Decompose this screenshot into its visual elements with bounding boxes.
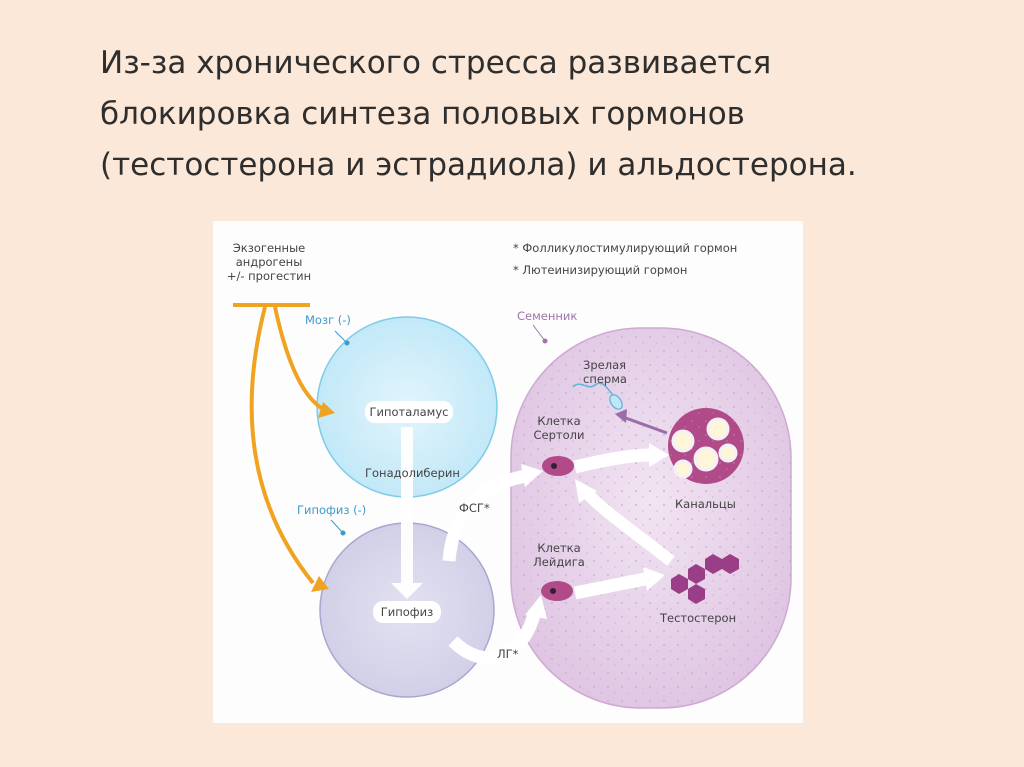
feedback-arrow-pituitary bbox=[249, 306, 315, 585]
hormone-diagram: Экзогенные андрогены +/- прогестин * Фол… bbox=[213, 221, 803, 723]
fsh-label: ФСГ* bbox=[459, 501, 490, 515]
sertoli-cell-icon bbox=[542, 456, 574, 476]
legend-fsh: * Фолликулостимулирующий гормон bbox=[513, 241, 738, 255]
title-line-1: Из-за хронического стресса развивается bbox=[100, 45, 772, 81]
slide-title: Из-за хронического стресса развивается б… bbox=[100, 38, 980, 191]
gonadoliberin-arrow bbox=[391, 427, 423, 599]
diagram-graphics bbox=[233, 303, 792, 709]
title-line-3: (тестостерона и эстрадиола) и альдостеро… bbox=[100, 147, 857, 183]
testosterone-hexagons-icon bbox=[671, 554, 739, 604]
tubules-icon bbox=[668, 408, 744, 484]
exogenous-androgens-label: Экзогенные андрогены +/- прогестин bbox=[226, 241, 312, 283]
gonadoliberin-label: Гонадолиберин bbox=[365, 466, 460, 480]
fsh-arrow bbox=[442, 468, 531, 562]
brain-label: Мозг (-) bbox=[305, 313, 351, 327]
testosterone-label: Тестостерон bbox=[660, 611, 737, 625]
leydig-cell-label: Клетка Лейдига bbox=[533, 541, 585, 569]
hypothalamus-label: Гипоталамус bbox=[365, 401, 453, 423]
lh-arrow bbox=[448, 609, 542, 665]
legend-lh: * Лютеинизирующий гормон bbox=[513, 263, 688, 277]
leydig-cell-icon bbox=[541, 581, 573, 601]
testis-label: Семенник bbox=[517, 309, 578, 323]
tubules-label: Канальцы bbox=[675, 497, 736, 511]
feedback-arrow-hypothalamus bbox=[273, 306, 325, 411]
sperm-icon bbox=[572, 382, 623, 410]
pituitary-center-label: Гипофиз bbox=[373, 601, 441, 623]
mature-sperm-label: Зрелая сперма bbox=[583, 358, 627, 386]
pituitary-label: Гипофиз (-) bbox=[297, 503, 367, 517]
title-line-2: блокировка синтеза половых гормонов bbox=[100, 96, 745, 132]
sertoli-cell-label: Клетка Сертоли bbox=[533, 414, 585, 442]
lh-label: ЛГ* bbox=[497, 647, 519, 661]
